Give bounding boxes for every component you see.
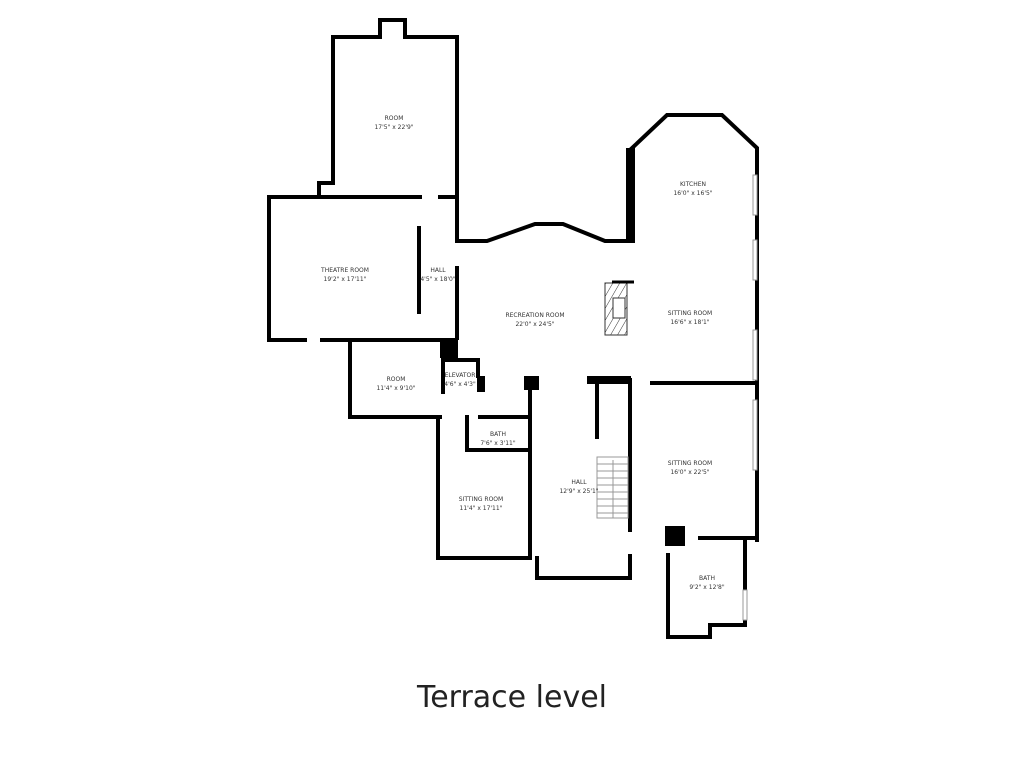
- room-name: BATH: [490, 431, 506, 438]
- room-name: SITTING ROOM: [668, 460, 712, 467]
- room-size: 4'6" x 4'3": [444, 381, 476, 388]
- room-size: 4'5" x 18'0": [420, 276, 456, 283]
- fireplace: [604, 280, 634, 336]
- room-size: 17'5" x 22'9": [374, 124, 413, 131]
- room-name: ROOM: [387, 376, 406, 383]
- room-size: 11'4" x 17'11": [460, 505, 503, 512]
- room-name: HALL: [571, 479, 587, 486]
- room-name: RECREATION ROOM: [505, 312, 564, 319]
- room-labels: ROOM 17'5" x 22'9" THEATRE ROOM 19'2" x …: [320, 115, 725, 591]
- room-name: SITTING ROOM: [459, 496, 503, 503]
- room-name: BATH: [699, 575, 715, 582]
- room-size: 11'4" x 9'10": [376, 385, 415, 392]
- room-size: 16'0" x 22'5": [670, 469, 709, 476]
- room-name: KITCHEN: [680, 181, 706, 188]
- room-size: 19'2" x 17'11": [324, 276, 367, 283]
- walls: [267, 18, 759, 639]
- room-name: ELEVATOR: [445, 372, 476, 379]
- room-size: 16'6" x 18'1": [670, 319, 709, 326]
- room-size: 9'2" x 12'8": [689, 584, 725, 591]
- room-name: THEATRE ROOM: [320, 267, 369, 274]
- floor-title: Terrace level: [416, 680, 608, 715]
- room-size: 22'0" x 24'5": [515, 321, 554, 328]
- staircase: [596, 456, 629, 519]
- room-size: 12'9" x 25'1": [559, 488, 598, 495]
- room-size: 7'6" x 3'11": [480, 440, 516, 447]
- room-name: ROOM: [385, 115, 404, 122]
- room-name: SITTING ROOM: [668, 310, 712, 317]
- room-name: HALL: [430, 267, 446, 274]
- room-size: 16'0" x 16'5": [673, 190, 712, 197]
